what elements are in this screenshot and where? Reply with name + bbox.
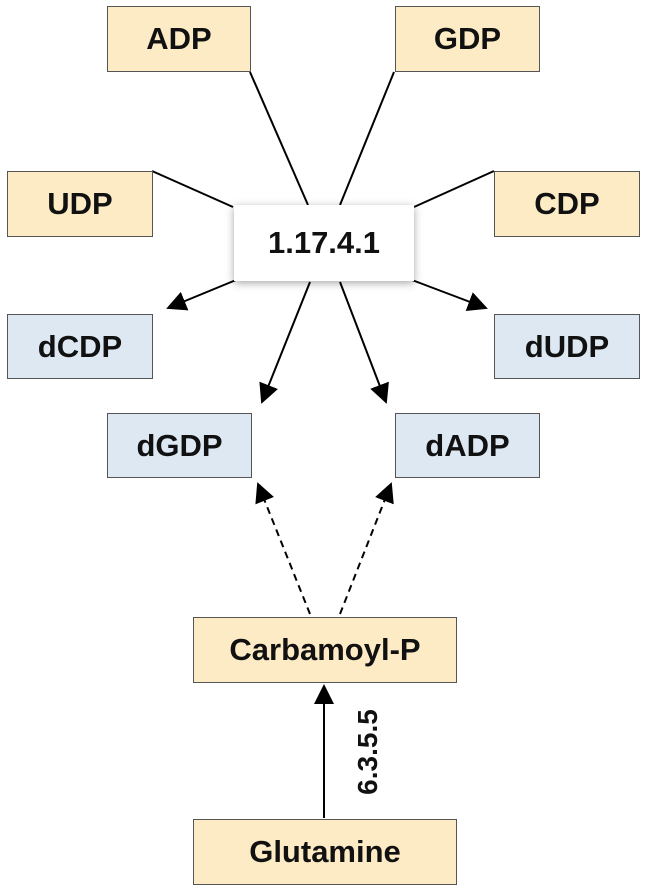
node-glutamine: Glutamine bbox=[193, 819, 457, 885]
node-dcdp: dCDP bbox=[7, 314, 153, 379]
edge-carbamoyl-dgdp bbox=[255, 482, 311, 615]
edge-udp-enzyme bbox=[151, 170, 234, 208]
node-carbamoyl-p: Carbamoyl-P bbox=[193, 617, 457, 683]
node-dadp: dADP bbox=[395, 413, 540, 478]
edge-enzyme-dcdp bbox=[166, 279, 237, 311]
edge-enzyme-dadp bbox=[339, 281, 389, 404]
node-adp: ADP bbox=[107, 6, 251, 72]
enzyme-6-3-5-5-label: 6.3.5.5 bbox=[352, 709, 383, 795]
node-udp: UDP bbox=[7, 171, 153, 237]
edge-enzyme-dudp bbox=[411, 279, 488, 311]
node-dgdp: dGDP bbox=[107, 413, 252, 478]
node-dudp: dUDP bbox=[494, 314, 640, 379]
edge-carbamoyl-dadp bbox=[339, 482, 394, 615]
edge-enzyme-dgdp bbox=[259, 281, 311, 404]
edge-cdp-enzyme bbox=[413, 170, 495, 208]
enzyme-1-17-4-1: 1.17.4.1 bbox=[234, 205, 414, 281]
node-cdp: CDP bbox=[494, 171, 640, 237]
edge-adp-enzyme bbox=[249, 71, 309, 206]
node-gdp: GDP bbox=[395, 6, 540, 72]
edge-gdp-enzyme bbox=[339, 71, 395, 206]
